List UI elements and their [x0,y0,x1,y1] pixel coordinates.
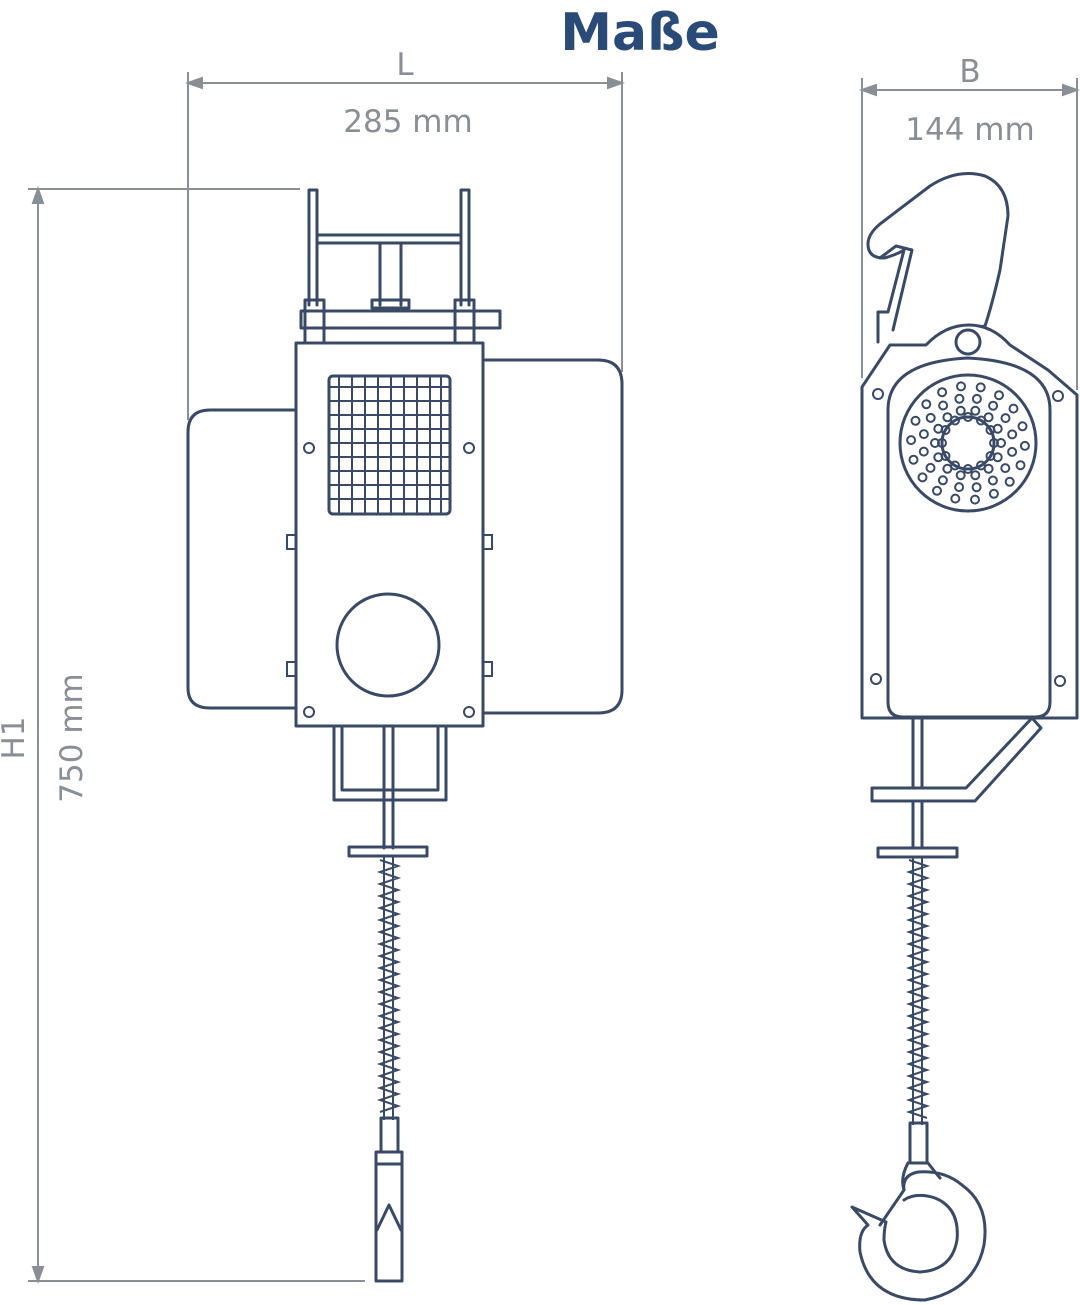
front-rope-spring [376,859,402,1113]
side-bottom-bracket [870,716,1043,859]
height-value: 750 mm [54,673,90,802]
side-view-drawing [850,172,1079,1302]
front-right-motor-housing [481,358,624,715]
front-view-drawing [186,188,624,1283]
width-value: 144 mm [905,112,1034,148]
front-drum-circle [335,592,441,698]
front-rope-end-fitting [374,1116,404,1283]
side-perforated-drum [898,373,1038,513]
height-dimension [28,186,365,1284]
side-inner-panel [886,356,1052,719]
side-screws [870,388,1066,687]
front-bottom-clamp [332,724,448,858]
length-dimension [185,72,625,420]
side-top-hook [866,172,1010,344]
front-left-motor-housing [186,408,298,710]
front-vent-grid [327,374,452,516]
height-symbol: H1 [0,716,32,759]
width-symbol: B [959,54,980,90]
side-crane-hook [850,1121,987,1302]
length-value: 285 mm [343,104,472,140]
length-symbol: L [396,47,414,83]
width-dimension [859,78,1080,390]
side-rope-spring [905,859,931,1119]
front-screws [286,442,493,718]
page-title: Maße [560,3,720,63]
front-hanger-frame [299,188,502,346]
